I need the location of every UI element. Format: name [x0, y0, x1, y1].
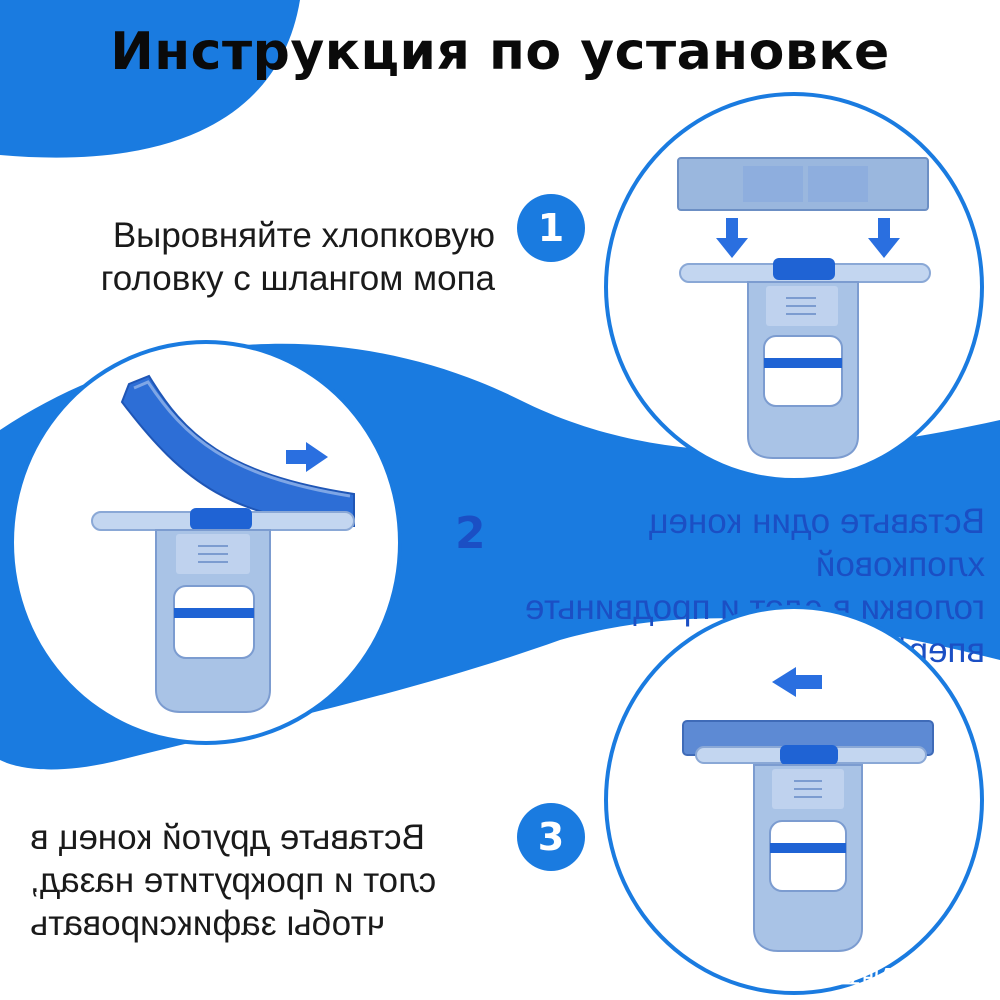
- left-arrow-icon: [772, 667, 822, 697]
- step-2-number: 2: [455, 508, 486, 559]
- top-left-blue-blob: [0, 0, 300, 158]
- step-1-text: Выровняйте хлопковую головку с шлангом м…: [100, 216, 495, 298]
- right-arrow-icon: [286, 442, 328, 472]
- mop-clip: [190, 508, 252, 530]
- page-title: Инструкция по установке: [110, 22, 890, 82]
- step-3-illustration: [604, 605, 984, 995]
- step-3-text: Вставьте другой конец в слот и прокрутит…: [30, 818, 437, 943]
- down-arrow-icon: [716, 218, 748, 258]
- down-arrow-icon: [868, 218, 900, 258]
- step-1-illustration: [604, 92, 984, 482]
- step-2-illustration: [10, 340, 402, 745]
- cotton-head-tilted: [120, 374, 355, 528]
- mop-clip: [780, 745, 838, 765]
- step-3-badge: 3: [517, 803, 585, 871]
- mop-clip: [773, 258, 835, 280]
- watermark: 豆包AI生成: [840, 964, 943, 988]
- step-1-badge: 1: [517, 194, 585, 262]
